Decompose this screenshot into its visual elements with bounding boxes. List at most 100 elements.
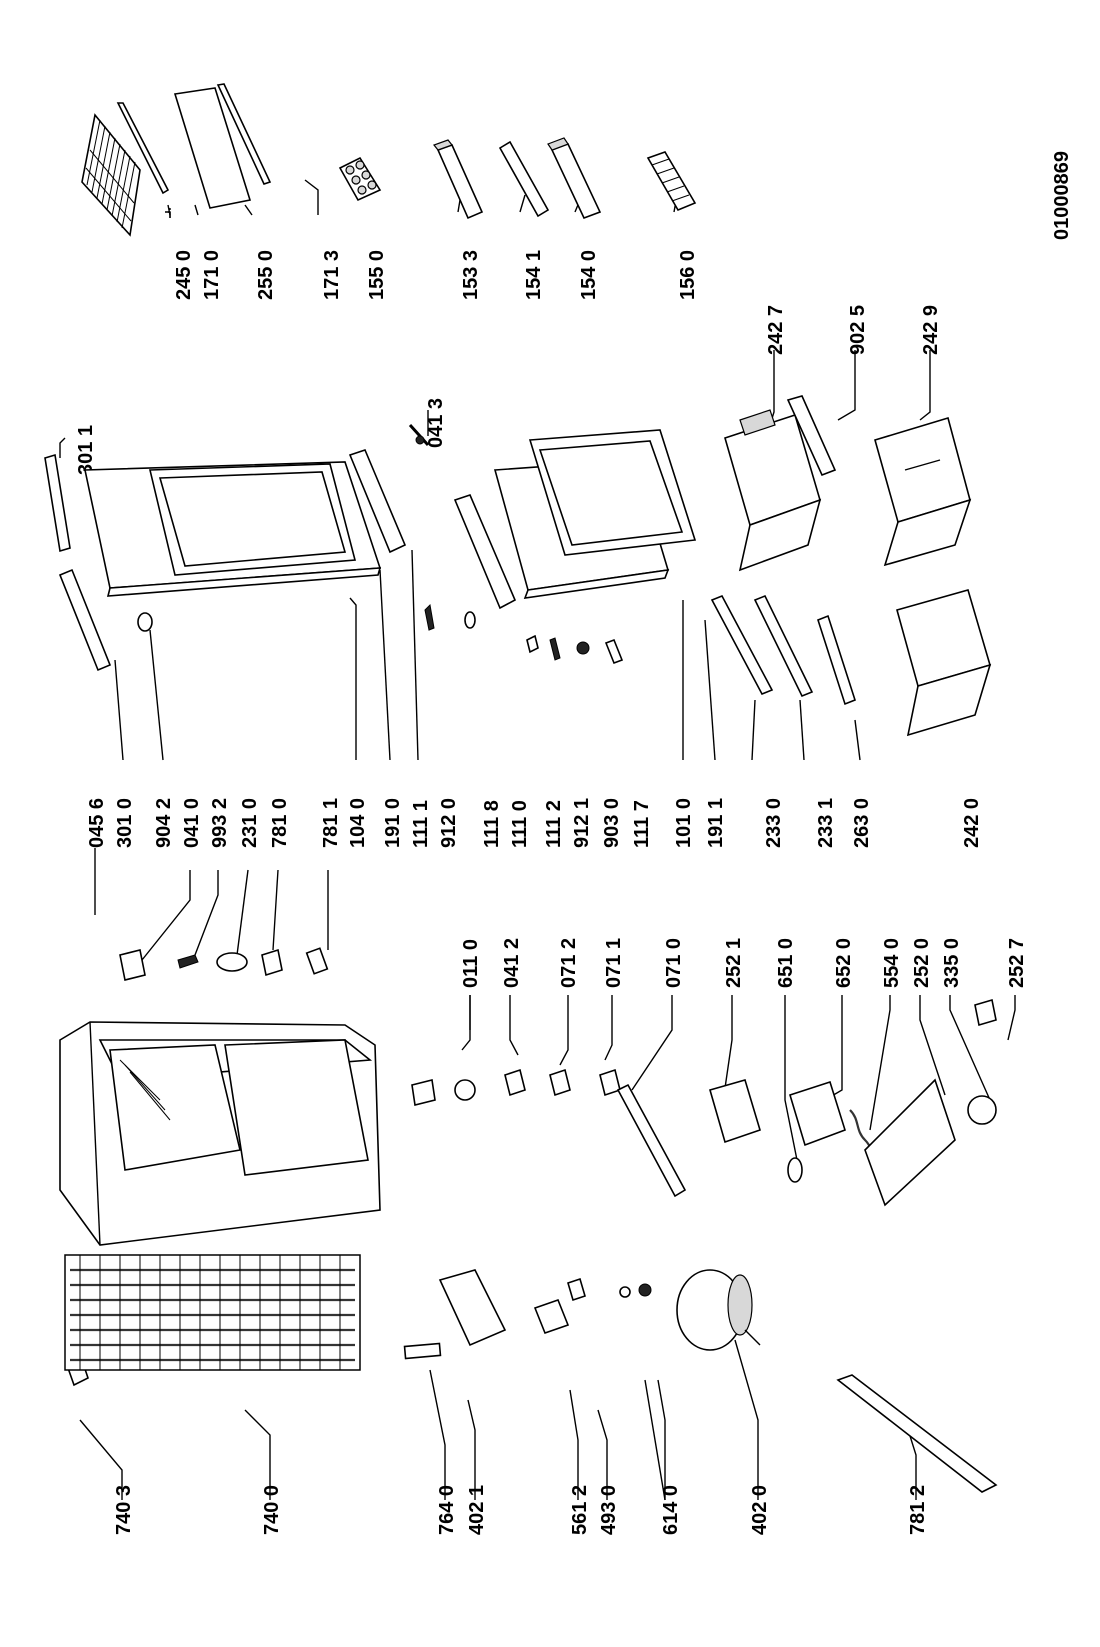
freezer-drawer bbox=[896, 589, 992, 737]
egg-tray bbox=[338, 156, 382, 202]
door-balcony-small bbox=[433, 139, 484, 220]
ref-651-0: 651 0 bbox=[775, 938, 797, 988]
control-housing-252-1 bbox=[709, 1079, 761, 1144]
glass-shelf bbox=[173, 87, 252, 209]
lower-door-assembly bbox=[493, 429, 697, 599]
ref-153-3: 153 3 bbox=[460, 250, 482, 300]
ref-071-1: 071 1 bbox=[603, 938, 625, 988]
screw-912-1 bbox=[549, 637, 561, 661]
compressor-cover bbox=[438, 1269, 507, 1347]
foot-011-0 bbox=[454, 1079, 476, 1101]
nut-903-0 bbox=[576, 641, 590, 655]
ref-402-0: 402 0 bbox=[749, 1485, 771, 1535]
ref-561-2: 561 2 bbox=[569, 1485, 591, 1535]
ref-252-0: 252 0 bbox=[911, 938, 933, 988]
ref-154-0: 154 0 bbox=[578, 250, 600, 300]
hinge-cover-041-2 bbox=[504, 1068, 526, 1097]
hinge-cover-071-1 bbox=[599, 1068, 621, 1097]
ref-301-0: 301 0 bbox=[114, 798, 136, 848]
hinge-bar-upper bbox=[348, 449, 407, 554]
hinge-cover-071-2 bbox=[549, 1068, 571, 1097]
ref-781-2: 781 2 bbox=[907, 1485, 929, 1535]
ref-740-0: 740 0 bbox=[261, 1485, 283, 1535]
ref-912-1: 912 1 bbox=[571, 798, 593, 848]
ref-335-0: 335 0 bbox=[941, 938, 963, 988]
ref-242-9: 242 9 bbox=[920, 305, 942, 355]
drawer-cover-trim bbox=[817, 614, 856, 706]
ref-156-0: 156 0 bbox=[677, 250, 699, 300]
clip-111-7 bbox=[604, 638, 624, 665]
right-label-group: 245 0 171 0 255 0 171 3 155 0 153 3 154 … bbox=[75, 250, 942, 475]
control-panel-252-0 bbox=[864, 1078, 956, 1207]
shelf-trim-front bbox=[116, 102, 170, 195]
ref-781-0: 781 0 bbox=[269, 798, 291, 848]
ref-740-3: 740 3 bbox=[113, 1485, 135, 1535]
ref-171-0: 171 0 bbox=[201, 250, 223, 300]
thermostat-knob-041-0 bbox=[119, 949, 146, 981]
ref-245-0: 245 0 bbox=[173, 250, 195, 300]
start-relay bbox=[533, 1298, 570, 1335]
wire-shelf bbox=[81, 113, 141, 237]
thermostat-652-0 bbox=[789, 1080, 846, 1147]
ref-255-0: 255 0 bbox=[255, 250, 277, 300]
filter-drier bbox=[403, 1342, 442, 1360]
ref-252-7: 252 7 bbox=[1006, 938, 1028, 988]
ref-071-0: 071 0 bbox=[663, 938, 685, 988]
overload-protector bbox=[567, 1277, 586, 1302]
refrigerator-cabinet bbox=[59, 1021, 381, 1246]
ref-011-0: 011 0 bbox=[460, 939, 482, 988]
ref-111-8: 111 8 bbox=[481, 800, 503, 848]
ref-101-0: 101 0 bbox=[673, 798, 695, 848]
ref-764-0: 764 0 bbox=[436, 1485, 458, 1535]
crisper-drawer-upper bbox=[724, 409, 822, 572]
rail-071-0 bbox=[616, 1083, 687, 1198]
middle-label-group: 011 0 041 2 071 2 071 1 071 0 252 1 651 … bbox=[86, 798, 1028, 988]
ref-041-2: 041 2 bbox=[501, 938, 523, 988]
ref-233-0: 233 0 bbox=[763, 798, 785, 848]
base-rail bbox=[836, 1374, 998, 1493]
lamp-socket-651-0 bbox=[787, 1157, 803, 1183]
bracket-231-0 bbox=[216, 952, 248, 972]
ref-252-1: 252 1 bbox=[723, 938, 745, 988]
ref-041-0: 041 0 bbox=[181, 798, 203, 848]
clip-111-2 bbox=[526, 634, 539, 654]
drawing-number: 01000869 bbox=[1051, 151, 1073, 240]
door-knob bbox=[137, 612, 153, 632]
ice-cube-tray bbox=[646, 151, 697, 212]
freezer-drawer-lower bbox=[874, 416, 972, 567]
ref-903-0: 903 0 bbox=[601, 798, 623, 848]
drawer-rail-right bbox=[753, 594, 814, 698]
ref-045-6: 045 6 bbox=[86, 798, 108, 848]
ref-111-2: 111 2 bbox=[543, 800, 565, 848]
door-handle-upper bbox=[44, 453, 71, 553]
door-handle-cap bbox=[58, 568, 112, 672]
screw-912-0 bbox=[424, 603, 435, 631]
ref-041-3: 041 3 bbox=[425, 398, 447, 448]
screw-993-2 bbox=[177, 954, 199, 969]
drawer-rail-left bbox=[710, 594, 774, 696]
lamp-holder-781-0 bbox=[261, 948, 283, 977]
drawer-cover-strip bbox=[786, 395, 837, 477]
ref-231-0: 231 0 bbox=[239, 798, 261, 848]
hinge-pin bbox=[408, 423, 430, 447]
ref-902-5: 902 5 bbox=[847, 305, 869, 355]
ref-191-0: 191 0 bbox=[382, 798, 404, 848]
ref-263-0: 263 0 bbox=[851, 798, 873, 848]
ref-242-0: 242 0 bbox=[961, 798, 983, 848]
ref-402-1: 402 1 bbox=[466, 1485, 488, 1535]
upper-door-assembly bbox=[84, 461, 382, 597]
fixing-clip-011-0 bbox=[411, 1079, 436, 1106]
clip-252-7 bbox=[974, 998, 997, 1027]
ref-104-0: 104 0 bbox=[347, 798, 369, 848]
ref-781-1: 781 1 bbox=[320, 798, 342, 848]
ref-554-0: 554 0 bbox=[881, 938, 903, 988]
ref-993-2: 993 2 bbox=[209, 798, 231, 848]
ref-155-0: 155 0 bbox=[366, 250, 388, 300]
condenser-coil bbox=[64, 1254, 361, 1371]
door-rail bbox=[498, 140, 550, 218]
ref-071-2: 071 2 bbox=[558, 938, 580, 988]
ref-111-7: 111 7 bbox=[631, 800, 653, 848]
compressor bbox=[676, 1269, 761, 1351]
ref-652-0: 652 0 bbox=[833, 938, 855, 988]
